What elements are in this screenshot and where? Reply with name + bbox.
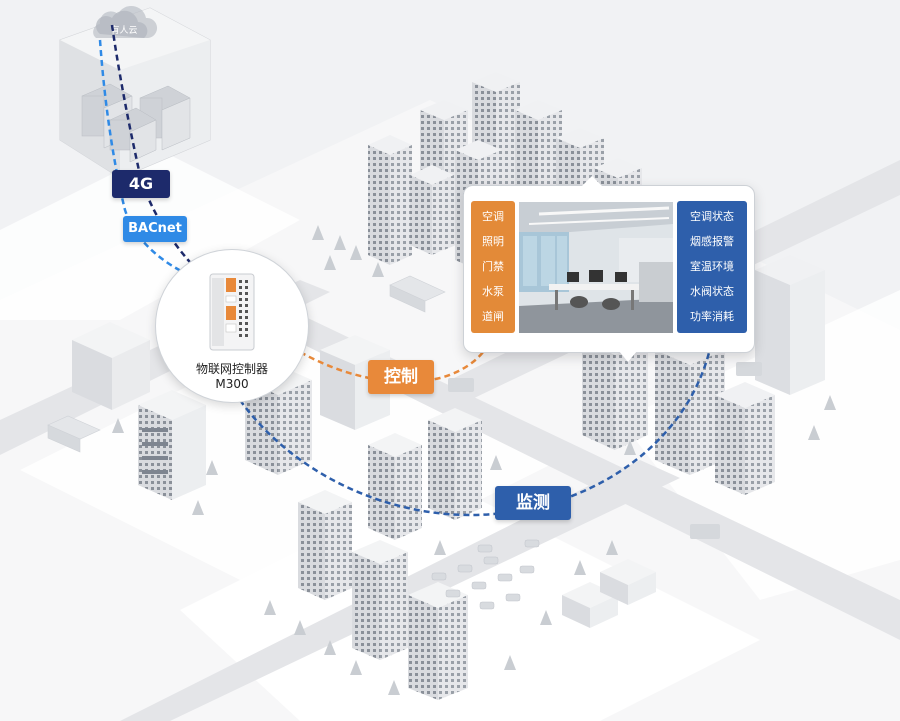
link-tag-bacnet: BACnet bbox=[123, 216, 187, 242]
popup-tail-top bbox=[582, 176, 602, 186]
controller-name: 物联网控制器 bbox=[195, 362, 268, 376]
control-items-list: 空调 照明 门禁 水泵 道闸 bbox=[471, 201, 515, 333]
control-item: 照明 bbox=[482, 235, 504, 249]
parked-cars bbox=[431, 539, 540, 610]
monitor-item: 烟感报警 bbox=[690, 235, 734, 249]
trucks bbox=[448, 362, 762, 539]
cloud-datacenter: 有人云 bbox=[59, 5, 211, 179]
link-tag-monitor: 监测 bbox=[495, 486, 571, 520]
controller-device-image bbox=[209, 273, 255, 351]
control-item: 道闸 bbox=[482, 309, 504, 323]
link-bacnet bbox=[98, 39, 184, 274]
control-item: 空调 bbox=[482, 210, 504, 224]
control-item: 水泵 bbox=[482, 284, 504, 298]
buildings-left bbox=[72, 322, 390, 500]
office-photo bbox=[519, 202, 673, 333]
building-detail-popup: 空调 照明 门禁 水泵 道闸 空调状态 烟 bbox=[463, 176, 755, 362]
control-item: 门禁 bbox=[482, 259, 504, 273]
monitor-items-list: 空调状态 烟感报警 室温环境 水阀状态 功率消耗 bbox=[677, 201, 747, 333]
popup-tail-bottom bbox=[619, 351, 637, 362]
buildings-right bbox=[582, 255, 825, 495]
monitor-item: 功率消耗 bbox=[690, 309, 734, 323]
controller-model: M300 bbox=[215, 377, 249, 391]
link-control bbox=[299, 339, 492, 383]
monitor-item: 室温环境 bbox=[690, 259, 734, 273]
monitor-item: 空调状态 bbox=[690, 210, 734, 224]
small-blocks bbox=[47, 275, 446, 453]
controller-callout: 物联网控制器 M300 bbox=[155, 249, 309, 403]
cloud-label: 有人云 bbox=[110, 24, 137, 36]
trees bbox=[112, 225, 836, 695]
link-tag-4g: 4G bbox=[112, 170, 170, 198]
buildings-bottom bbox=[298, 408, 656, 700]
link-monitor bbox=[238, 339, 714, 517]
cloud-icon bbox=[93, 5, 158, 39]
link-tag-control: 控制 bbox=[368, 360, 434, 394]
monitor-item: 水阀状态 bbox=[690, 284, 734, 298]
